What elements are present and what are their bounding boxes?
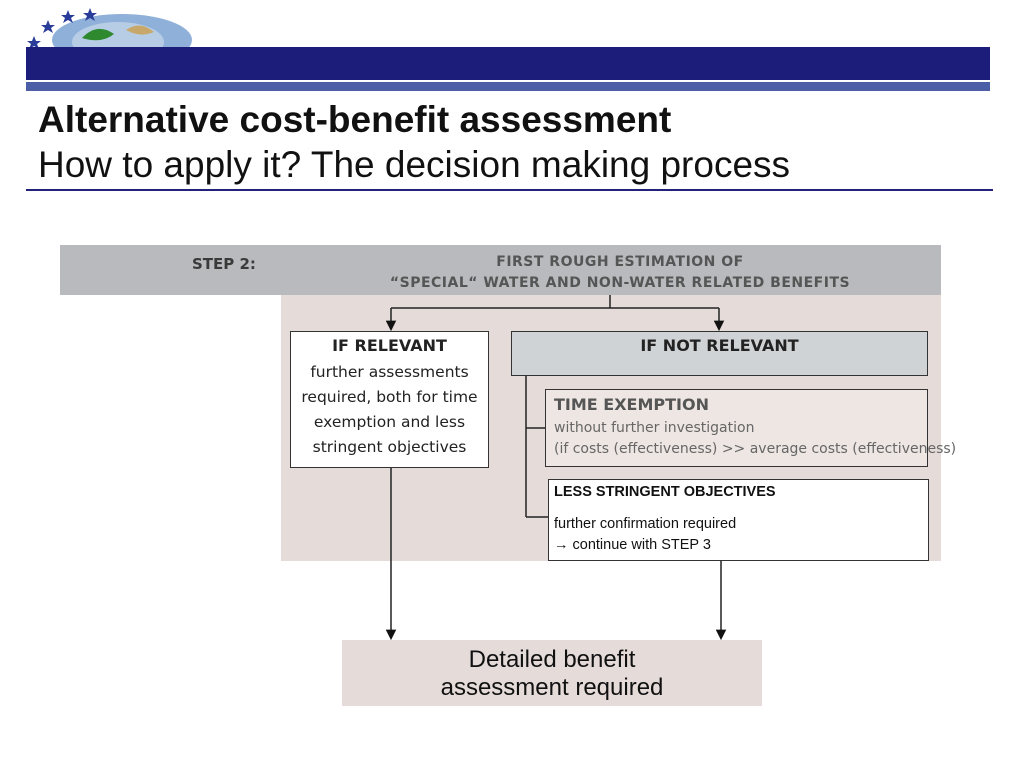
step-title: FIRST ROUGH ESTIMATION OF “SPECIAL“ WATE…	[380, 252, 860, 294]
less-stringent-line: further confirmation required	[554, 516, 737, 532]
header-bar	[26, 47, 990, 80]
time-exemption-text: without further investigation (if costs …	[554, 418, 956, 460]
if-relevant-text: further assessments required, both for t…	[292, 360, 487, 460]
slide-subtitle: How to apply it? The decision making pro…	[38, 144, 791, 185]
slide-title: Alternative cost-benefit assessment	[38, 99, 672, 140]
if-relevant-heading: IF RELEVANT	[332, 336, 447, 355]
less-stringent-line: → continue with STEP 3	[554, 535, 736, 556]
if-relevant-line: stringent objectives	[312, 438, 467, 456]
detailed-line: assessment required	[440, 674, 664, 701]
time-exemption-heading: TIME EXEMPTION	[554, 395, 709, 414]
header-divider	[26, 80, 990, 82]
step-label: STEP 2:	[192, 255, 256, 273]
arrow-right-icon: →	[554, 537, 569, 553]
less-stringent-box	[548, 479, 929, 561]
title-underline	[26, 189, 993, 191]
time-exemption-box	[545, 389, 928, 467]
detailed-assessment-box	[342, 640, 762, 706]
less-stringent-line2: continue with STEP 3	[568, 537, 711, 553]
detailed-assessment-text: Detailed benefit assessment required	[342, 646, 762, 702]
header-accent-bar	[26, 82, 990, 91]
globe-stars-logo-icon	[27, 8, 192, 50]
if-relevant-box	[290, 331, 489, 468]
if-not-relevant-box	[511, 331, 928, 376]
detailed-line: Detailed benefit	[468, 646, 636, 673]
step-band	[60, 245, 941, 295]
if-not-relevant-heading: IF NOT RELEVANT	[640, 336, 799, 355]
time-exemption-line: (if costs (effectiveness) >> average cos…	[554, 441, 957, 457]
if-relevant-line: exemption and less	[313, 413, 466, 431]
step-title-line2: “SPECIAL“ WATER AND NON-WATER RELATED BE…	[389, 275, 851, 291]
less-stringent-text: further confirmation required → continue…	[554, 514, 736, 556]
step-title-line1: FIRST ROUGH ESTIMATION OF	[496, 254, 744, 270]
time-exemption-line: without further investigation	[554, 420, 755, 436]
less-stringent-heading: LESS STRINGENT OBJECTIVES	[554, 484, 776, 500]
if-relevant-line: required, both for time	[301, 388, 478, 406]
if-relevant-line: further assessments	[310, 363, 469, 381]
